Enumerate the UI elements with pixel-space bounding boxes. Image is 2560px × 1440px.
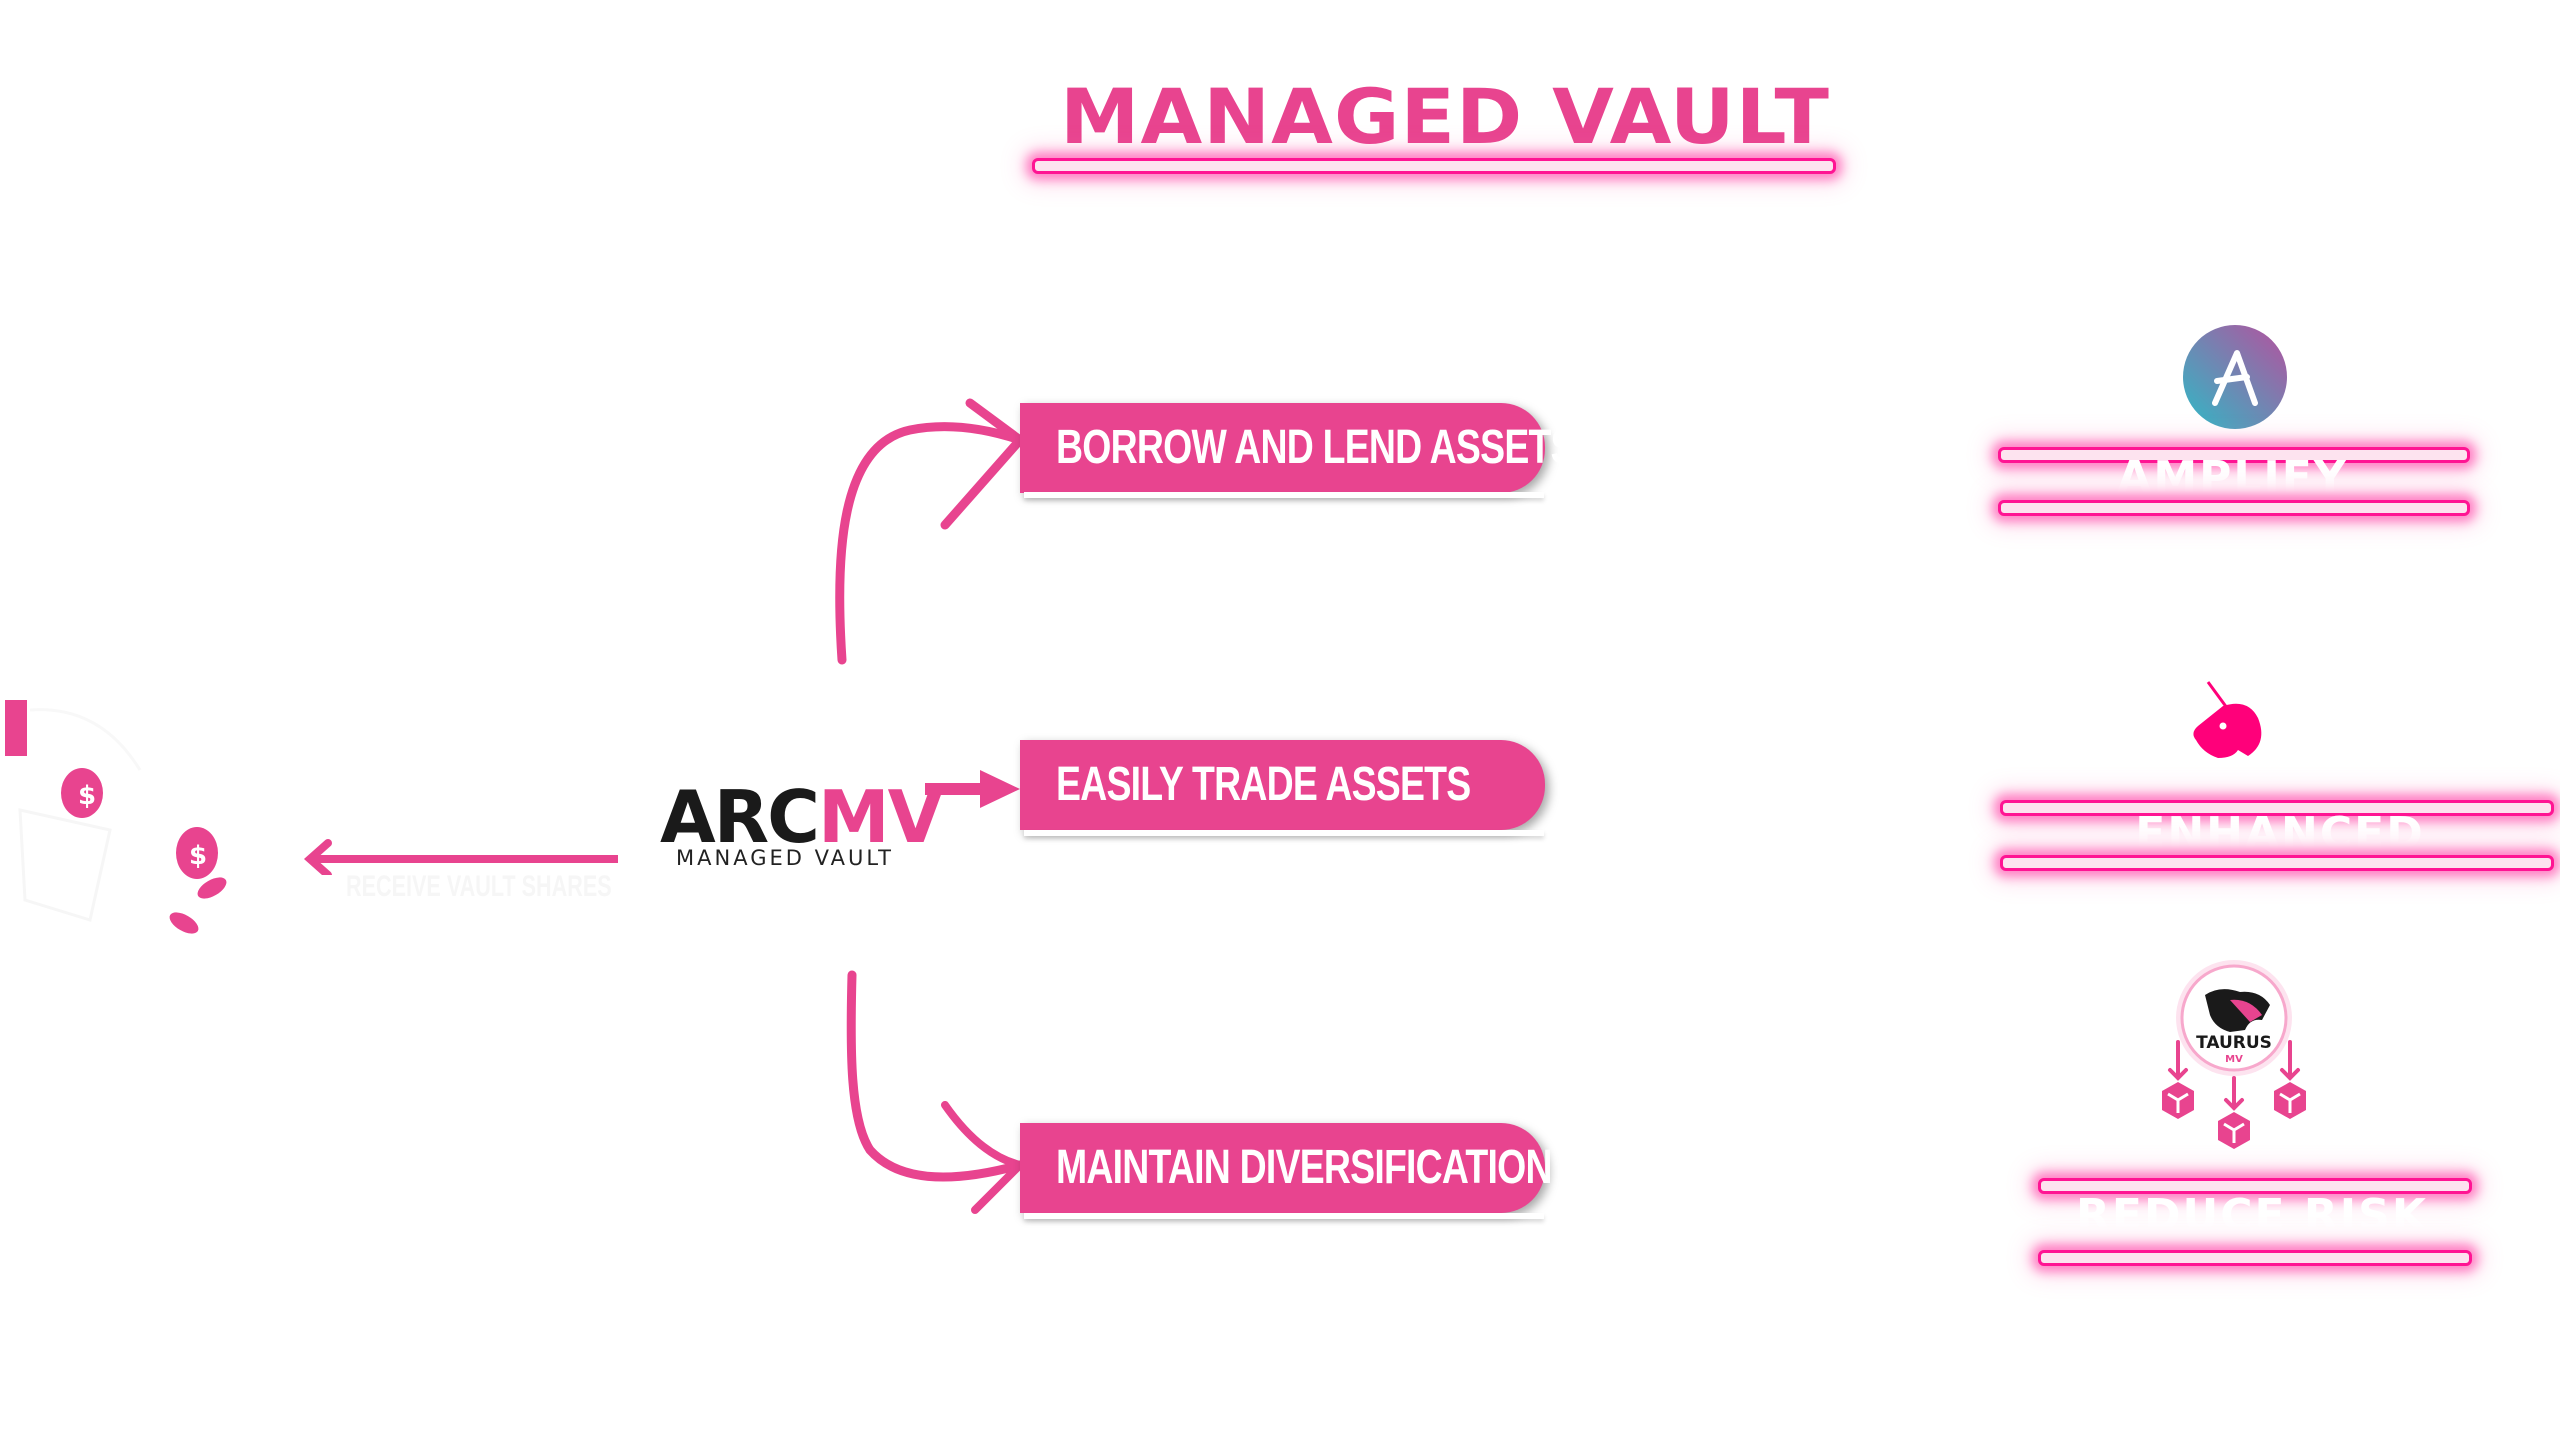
taurus-text: TAURUS xyxy=(2196,1033,2272,1053)
logo-part-mv: MV xyxy=(818,775,943,859)
neon-bar xyxy=(1998,500,2470,516)
neon-bar xyxy=(2000,800,2554,816)
action-diversification[interactable]: MAINTAIN DIVERSIFICATION xyxy=(1020,1123,1552,1213)
receive-shares-arrow xyxy=(303,839,618,875)
benefit-label: REDUCE RISK xyxy=(2076,1190,2428,1241)
taurus-mv-logo-icon: TAURUS MV xyxy=(2150,960,2330,1160)
receive-shares-label: RECEIVE VAULT SHARES xyxy=(346,870,612,903)
title-underline xyxy=(1032,158,1836,174)
action-label: MAINTAIN DIVERSIFICATION xyxy=(1056,1141,1552,1194)
curved-arrow-down-icon xyxy=(846,970,1028,1214)
arcmv-logo: ARCMV xyxy=(660,775,943,859)
curved-arrow-up-icon xyxy=(835,398,1025,665)
logo-part-arc: ARC xyxy=(660,775,820,859)
uniswap-unicorn-icon xyxy=(2178,678,2268,768)
pill-underline xyxy=(1024,1213,1544,1219)
neon-bar xyxy=(2038,1250,2472,1266)
neon-bar xyxy=(2038,1178,2472,1194)
svg-text:$: $ xyxy=(189,841,207,871)
svg-text:$: $ xyxy=(78,781,96,811)
aave-logo-icon xyxy=(2183,325,2287,429)
pill-underline xyxy=(1024,830,1544,836)
straight-arrow-icon xyxy=(925,770,1020,808)
action-label: EASILY TRADE ASSETS xyxy=(1056,758,1471,811)
neon-bar xyxy=(1998,447,2470,463)
action-label: BORROW AND LEND ASSETS xyxy=(1056,421,1576,474)
taurus-subtext: MV xyxy=(2225,1054,2243,1065)
action-trade-assets[interactable]: EASILY TRADE ASSETS xyxy=(1020,740,1545,830)
page-title: MANAGED VAULT xyxy=(1060,72,1830,161)
neon-bar xyxy=(2000,855,2554,871)
logo-subtitle: MANAGED VAULT xyxy=(676,846,894,870)
pill-underline xyxy=(1024,492,1544,498)
wallet-with-coins-icon: $ $ xyxy=(0,690,300,950)
action-borrow-lend[interactable]: BORROW AND LEND ASSETS xyxy=(1020,403,1576,493)
